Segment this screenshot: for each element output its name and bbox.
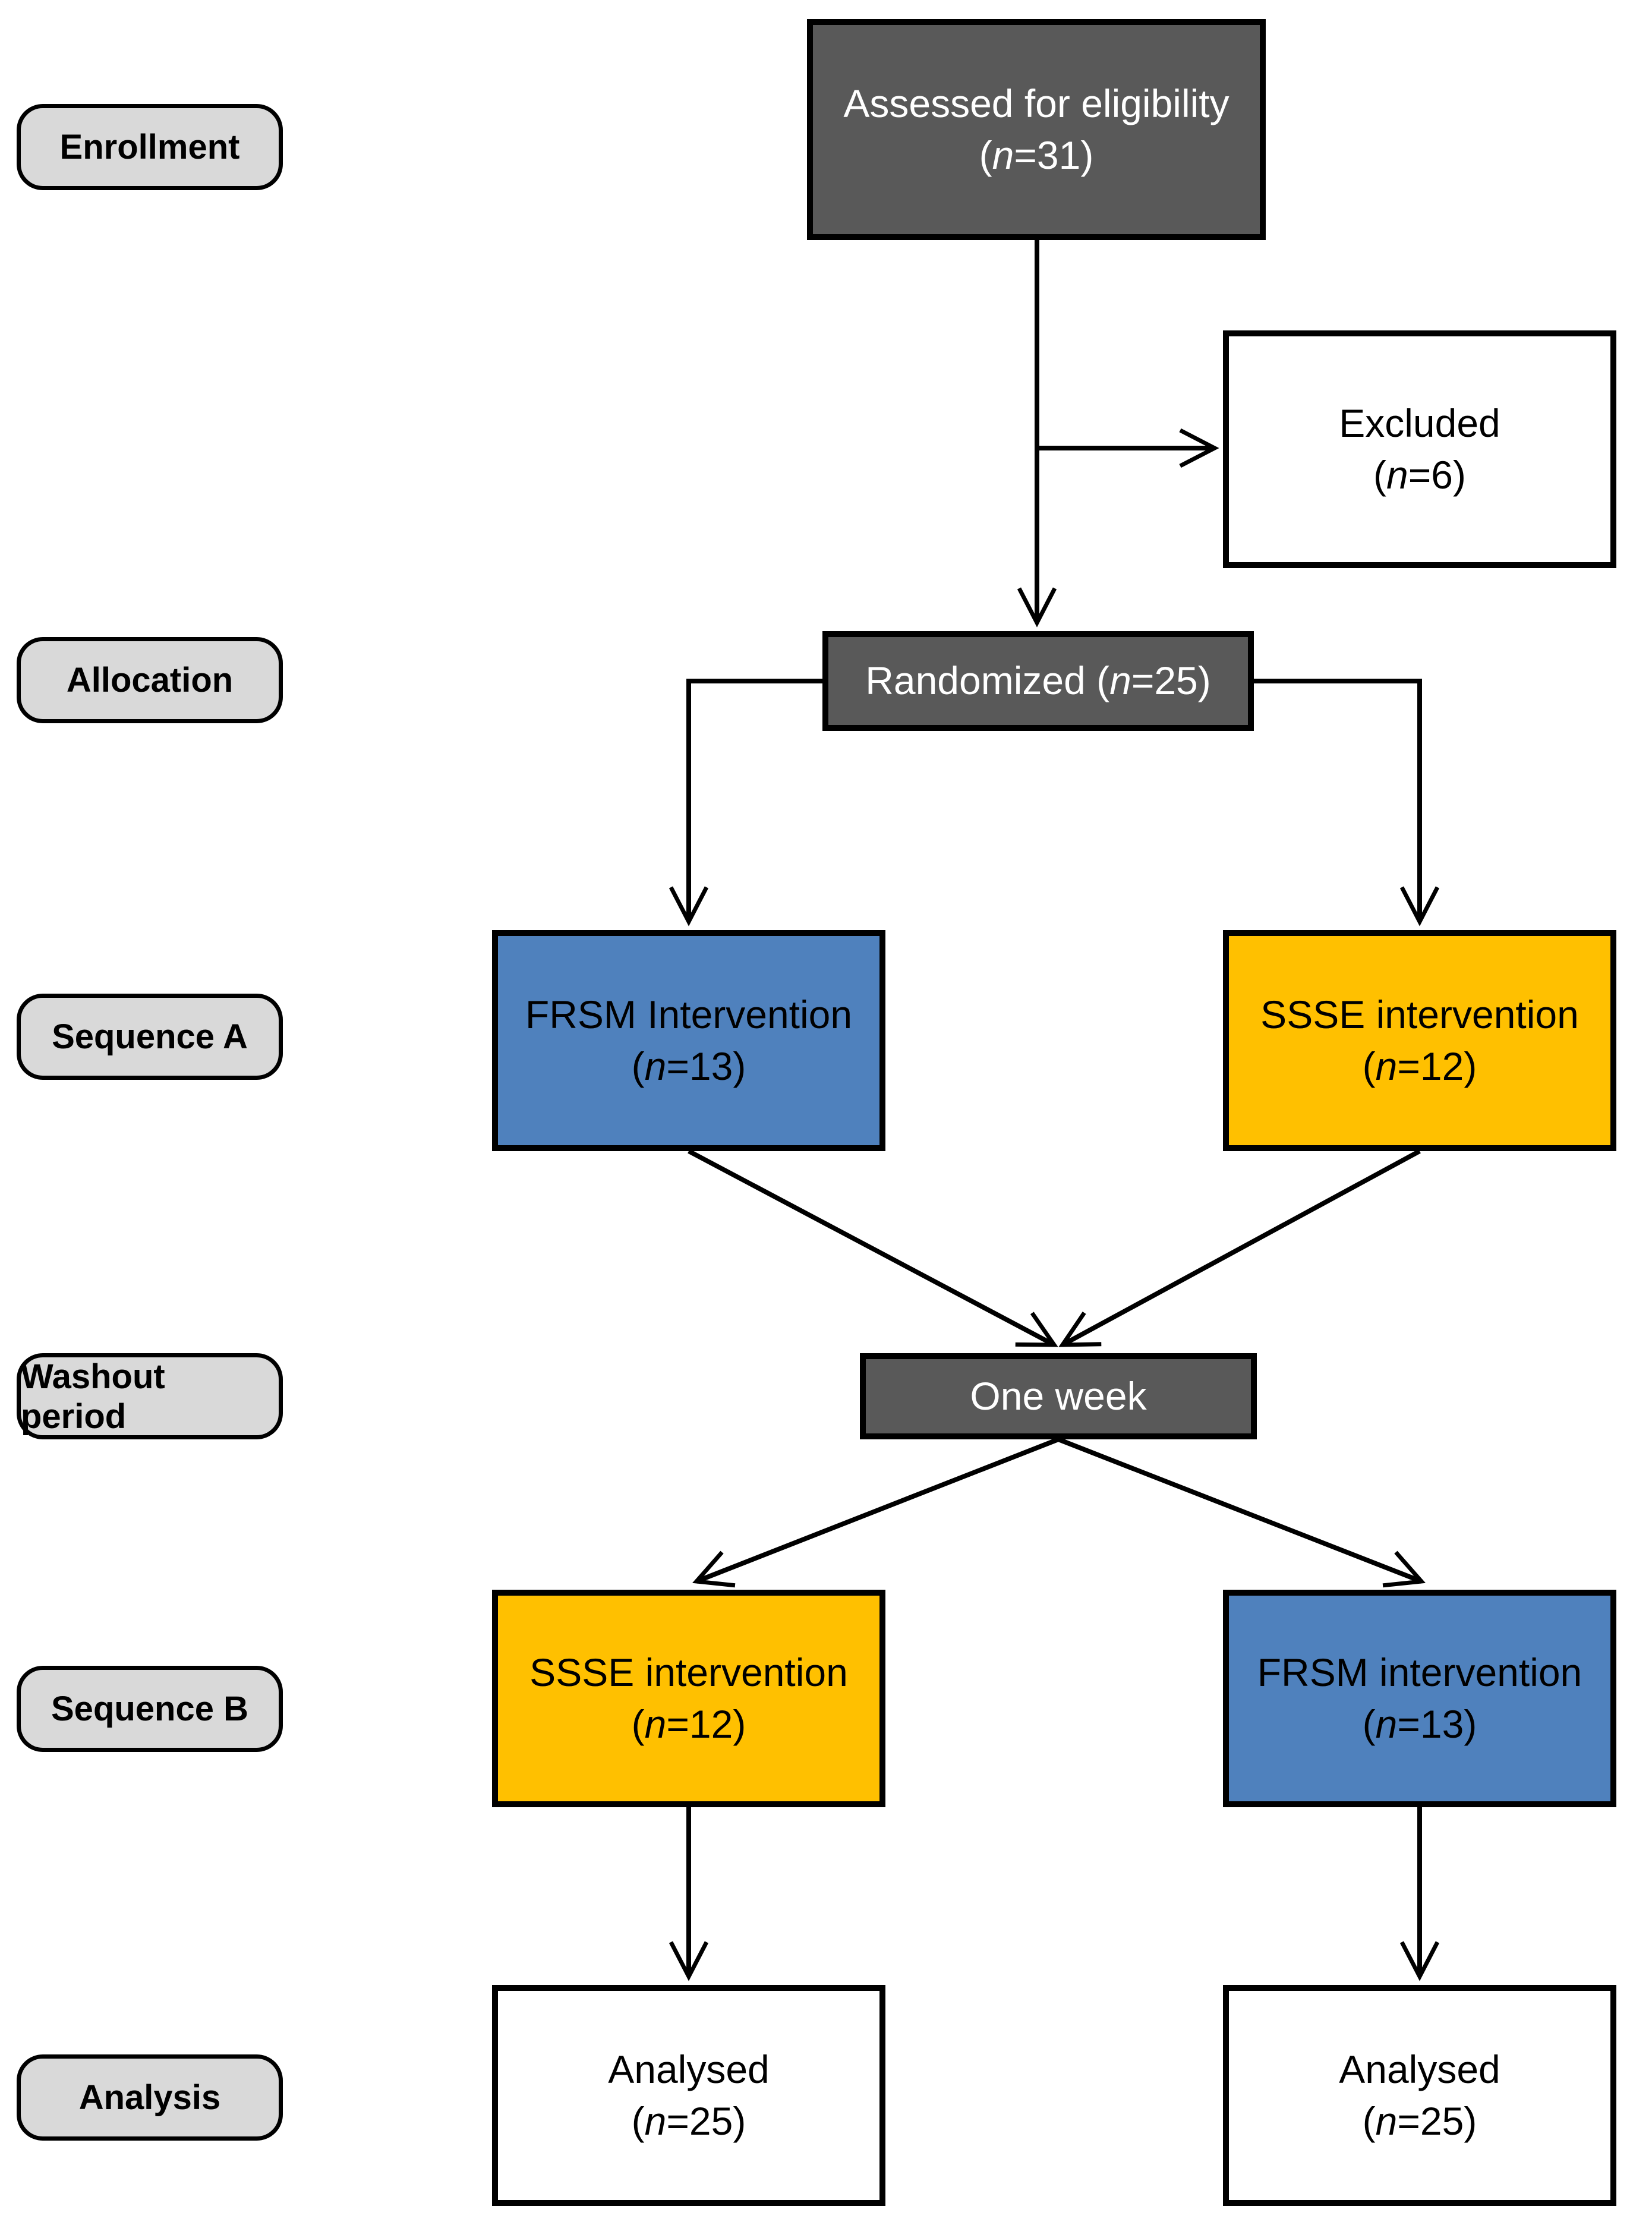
box-title: Analysed: [608, 2047, 770, 2091]
arrow-randomized-to-frsm-a: [669, 679, 822, 926]
stage-label-sequence-b: Sequence B: [17, 1666, 283, 1752]
assessed-for-eligibility-box: Assessed for eligibility (n=31): [807, 19, 1266, 240]
stage-label-allocation: Allocation: [17, 637, 283, 723]
arrow-ssse-a-to-washout: [1058, 1149, 1421, 1347]
box-title: Analysed: [1339, 2047, 1500, 2091]
ssse-intervention-sequence-a-box: SSSE intervention (n=12): [1223, 930, 1616, 1151]
sample-size: (n=31): [979, 133, 1094, 177]
sample-size: (n=6): [1373, 453, 1466, 497]
sample-size: (n=12): [631, 1702, 746, 1746]
analysed-right-box: Analysed (n=25): [1223, 1985, 1616, 2206]
box-title: Assessed for eligibility: [843, 81, 1229, 125]
stage-label-washout-period: Washout period: [17, 1353, 283, 1439]
box-title: FRSM intervention: [1257, 1650, 1582, 1694]
box-title: Randomized (n=25): [865, 658, 1211, 703]
sample-size: (n=13): [1362, 1702, 1477, 1746]
analysed-left-box: Analysed (n=25): [492, 1985, 885, 2206]
box-title: SSSE intervention: [1260, 992, 1579, 1036]
sample-size: (n=25): [631, 2099, 746, 2143]
frsm-intervention-sequence-a-box: FRSM Intervention (n=13): [492, 930, 885, 1151]
stage-label-enrollment: Enrollment: [17, 104, 283, 190]
sample-size: (n=13): [631, 1044, 746, 1088]
stage-label-sequence-a: Sequence A: [17, 994, 283, 1080]
frsm-intervention-sequence-b-box: FRSM intervention (n=13): [1223, 1590, 1616, 1807]
box-title: FRSM Intervention: [525, 992, 853, 1036]
stage-label-analysis: Analysis: [17, 2054, 283, 2141]
arrow-randomized-to-ssse-a: [1254, 679, 1440, 926]
box-title: One week: [970, 1373, 1147, 1418]
one-week-washout-box: One week: [860, 1353, 1257, 1439]
arrow-washout-to-frsm-b: [1057, 1437, 1426, 1588]
sample-size: (n=12): [1362, 1044, 1477, 1088]
randomized-box: Randomized (n=25): [822, 631, 1254, 731]
arrow-frsm-a-to-washout: [688, 1149, 1058, 1347]
sample-size: (n=25): [1362, 2099, 1477, 2143]
box-title: Excluded: [1339, 401, 1500, 445]
arrow-washout-to-ssse-b: [692, 1437, 1060, 1588]
ssse-intervention-sequence-b-box: SSSE intervention (n=12): [492, 1590, 885, 1807]
excluded-box: Excluded (n=6): [1223, 330, 1616, 568]
box-title: SSSE intervention: [529, 1650, 848, 1694]
